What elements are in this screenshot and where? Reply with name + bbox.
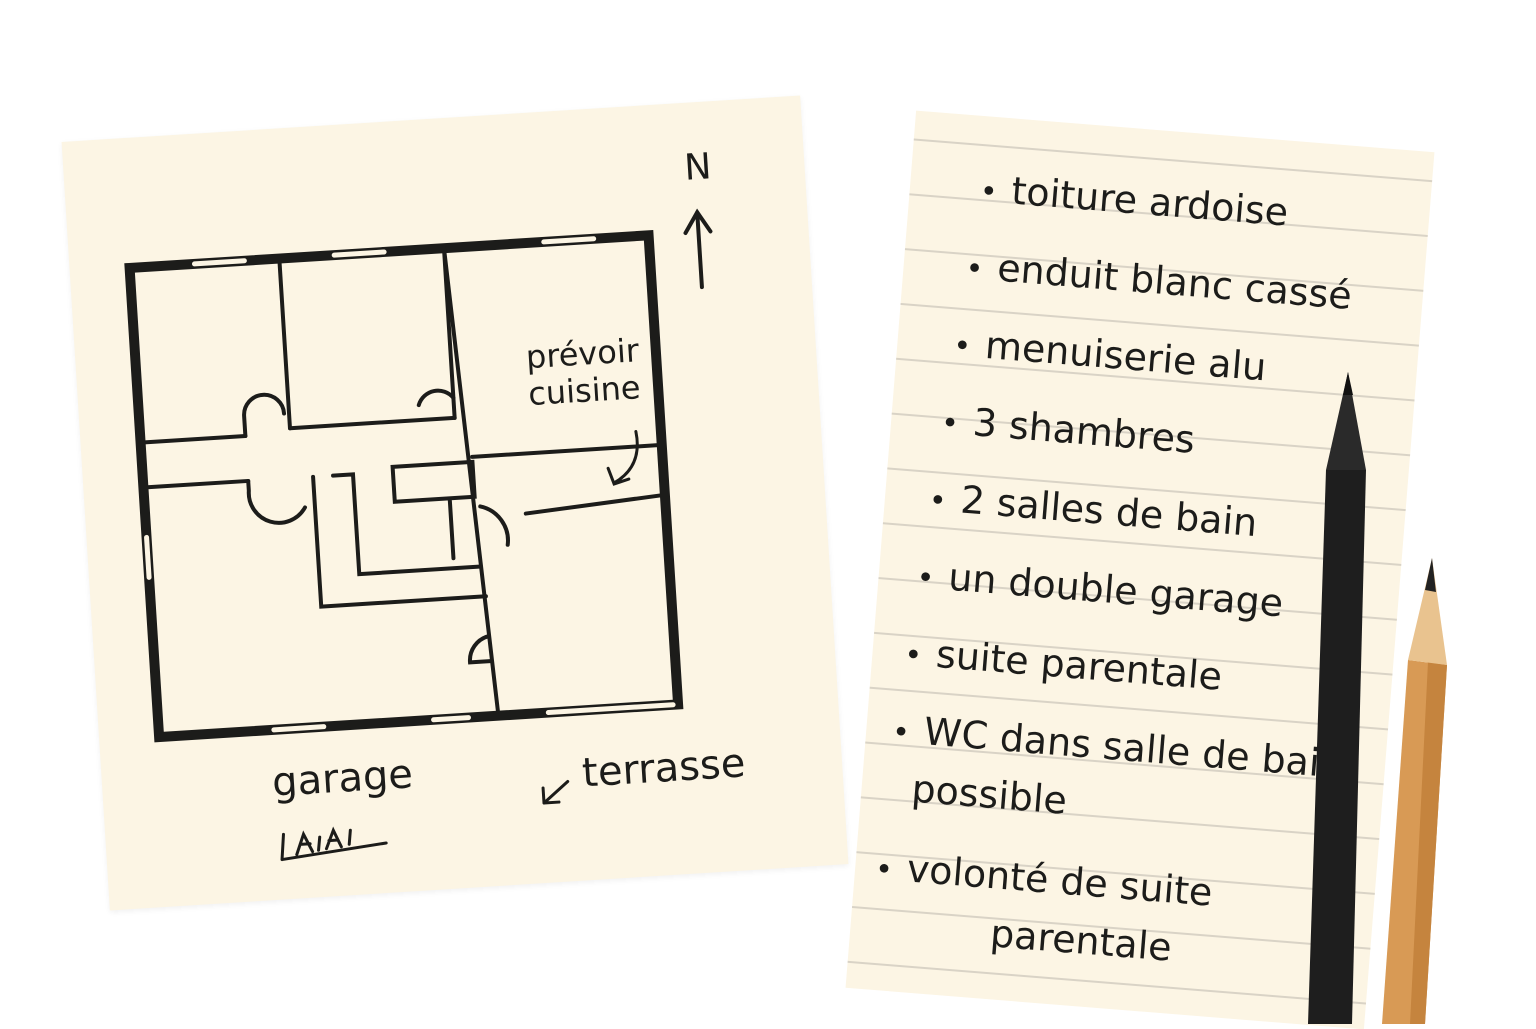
wood-pencil [1382,558,1447,1024]
terrasse-arrow-icon [541,779,570,805]
arrow-icon [606,430,639,486]
black-pencil [1308,372,1366,1024]
north-arrow-icon [683,208,713,290]
floor-plan-note: N prévoir cuisine garage terrasse [61,95,849,911]
outer-wall [124,230,684,743]
signature [280,826,388,862]
floor-plan-drawing [124,208,713,862]
